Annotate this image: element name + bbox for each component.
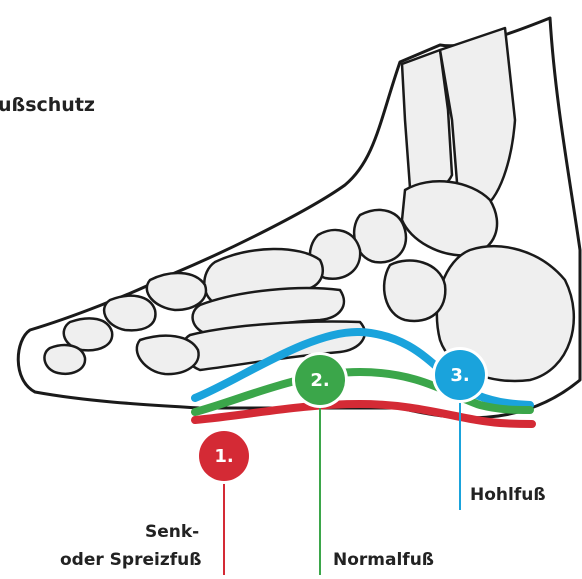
marker-1: 1. xyxy=(199,431,249,481)
label-normalfuss: Normalfuß xyxy=(333,549,434,571)
phalanx-bone-4 xyxy=(44,345,85,374)
navicular-bone xyxy=(354,210,406,262)
phalanx-bone-1 xyxy=(147,273,206,310)
marker-3: 3. xyxy=(435,350,485,400)
marker-2: 2. xyxy=(295,355,345,405)
label-senkfuss-line2: oder Spreizfuß xyxy=(60,549,201,571)
cuboid-bone xyxy=(384,261,445,321)
label-senkfuss-line1: Senk- xyxy=(145,521,199,543)
label-hohlfuss: Hohlfuß xyxy=(470,484,546,506)
phalanx-bone-2 xyxy=(104,296,155,331)
page-heading: ußschutz xyxy=(0,94,95,116)
